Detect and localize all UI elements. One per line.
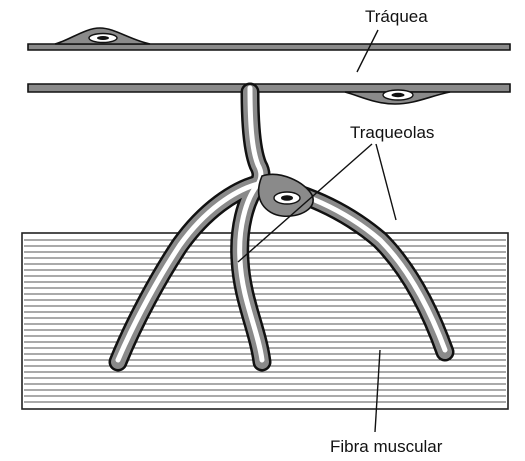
tracheole-cell	[259, 174, 314, 216]
trachea-lower-wall	[28, 84, 510, 104]
trachea-upper-wall	[28, 28, 510, 50]
trachea-leader	[357, 30, 378, 72]
tracheoles-leader-right	[376, 144, 396, 220]
tracheoles-label: Traqueolas	[350, 123, 434, 142]
muscle-fiber-label: Fibra muscular	[330, 437, 443, 456]
trachea-label: Tráquea	[365, 7, 428, 26]
